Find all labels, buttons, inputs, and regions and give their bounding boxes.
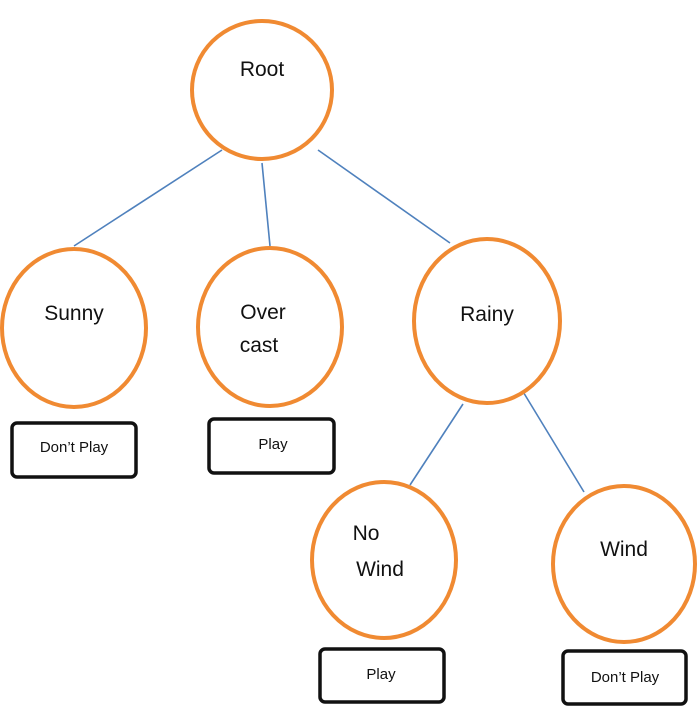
- node-root: Root: [190, 19, 334, 161]
- node-overcast-label-line2: cast: [240, 334, 279, 357]
- leaf-nowind-label: Play: [366, 666, 396, 683]
- leaf-wind-label: Don’t Play: [591, 669, 660, 686]
- node-overcast: Over cast: [196, 246, 344, 408]
- leaf-overcast-box: [207, 417, 336, 475]
- node-root-circle: [190, 19, 334, 161]
- leaf-wind: Don’t Play: [561, 649, 688, 706]
- node-sunny: Sunny: [0, 247, 148, 409]
- edge-root-overcast: [261, 162, 271, 247]
- leaf-sunny-label: Don’t Play: [40, 439, 109, 456]
- node-wind-circle: [551, 484, 697, 644]
- leaf-nowind-box: [318, 647, 446, 704]
- edge-root-sunny: [73, 149, 223, 247]
- node-wind: Wind: [551, 484, 697, 644]
- node-nowind-circle: [310, 480, 458, 640]
- leaf-wind-box: [561, 649, 688, 706]
- node-sunny-circle: [0, 247, 148, 409]
- edge-rainy-nowind: [409, 403, 464, 486]
- leaf-sunny-box: [10, 421, 138, 479]
- node-nowind-label-line2: Wind: [356, 558, 404, 581]
- node-nowind: No Wind: [310, 480, 458, 640]
- node-overcast-circle: [196, 246, 344, 408]
- node-rainy: Rainy: [412, 237, 562, 405]
- edge-root-rainy: [317, 149, 451, 244]
- leaf-nowind: Play: [318, 647, 446, 704]
- node-root-label: Root: [240, 58, 285, 81]
- leaf-sunny: Don’t Play: [10, 421, 138, 479]
- node-sunny-label: Sunny: [44, 302, 104, 325]
- node-rainy-circle: [412, 237, 562, 405]
- edge-rainy-wind: [521, 389, 585, 493]
- leaf-overcast-label: Play: [258, 436, 288, 453]
- node-overcast-label-line1: Over: [240, 301, 286, 324]
- node-nowind-label-line1: No: [353, 522, 380, 545]
- edges: [73, 149, 585, 493]
- leaf-overcast: Play: [207, 417, 336, 475]
- node-wind-label: Wind: [600, 538, 648, 561]
- node-rainy-label: Rainy: [460, 303, 514, 326]
